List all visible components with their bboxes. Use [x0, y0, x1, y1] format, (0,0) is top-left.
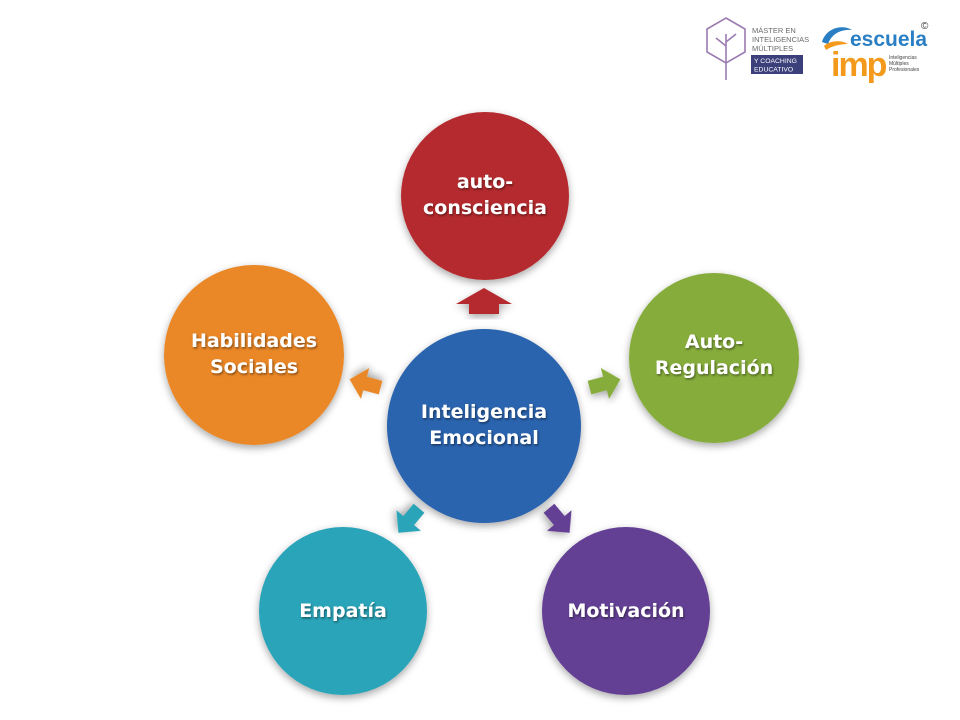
escuela-sub-line-2: Múltiples [889, 61, 909, 67]
node-autoregulacion: Auto- Regulación [629, 273, 799, 443]
imp-word: imp [831, 46, 887, 84]
node-autoregulacion-line-1: Auto- [685, 331, 743, 353]
node-autoconsciencia-line-1: auto- [457, 171, 513, 193]
master-logo: MÁSTER EN INTELIGENCIAS MÚLTIPLES Y COAC… [706, 17, 809, 80]
node-habilidades-sociales-line-2: Sociales [210, 356, 298, 378]
master-logo-line-2: INTELIGENCIAS [752, 35, 809, 44]
master-logo-box-line-2: EDUCATIVO [754, 67, 793, 74]
node-empatia-circle [259, 527, 427, 695]
arrow-to-habilidades-sociales [349, 368, 383, 399]
node-motivacion: Motivación [542, 527, 710, 695]
center-node-line-1: Inteligencia [421, 401, 547, 423]
node-autoregulacion-line-2: Regulación [655, 357, 773, 379]
node-autoconsciencia-circle [401, 112, 569, 280]
arrow-to-motivacion [543, 503, 572, 533]
master-logo-box-line-1: Y COACHING [754, 58, 797, 65]
center-node-circle [387, 329, 581, 523]
node-autoconsciencia: auto- consciencia [401, 112, 569, 280]
escuela-imp-logo: escuela imp Inteligencias Múltiples Prof… [822, 21, 929, 84]
node-motivacion-line-1: Motivación [567, 600, 684, 622]
node-habilidades-sociales-circle [164, 265, 344, 445]
copyright-mark: © [921, 21, 929, 32]
arrow-to-empatia [396, 503, 425, 533]
swoosh-icon [822, 27, 852, 50]
arrow-to-autoregulacion [587, 368, 621, 399]
master-logo-line-1: MÁSTER EN [752, 26, 796, 35]
arrows [349, 288, 621, 533]
tree-icon [706, 17, 746, 80]
node-empatia: Empatía [259, 527, 427, 695]
node-habilidades-sociales: Habilidades Sociales [164, 265, 344, 445]
node-empatia-line-1: Empatía [299, 600, 387, 622]
node-motivacion-circle [542, 527, 710, 695]
escuela-sub-line-3: Profesionales [889, 67, 920, 73]
escuela-sub-line-1: Inteligencias [889, 55, 917, 61]
arrow-to-autoconsciencia [456, 288, 512, 314]
node-autoconsciencia-line-2: consciencia [423, 197, 547, 219]
node-habilidades-sociales-line-1: Habilidades [191, 330, 317, 352]
master-logo-box [751, 55, 803, 74]
node-autoregulacion-circle [629, 273, 799, 443]
escuela-word: escuela [850, 28, 927, 51]
master-logo-line-3: MÚLTIPLES [752, 44, 793, 53]
center-node: Inteligencia Emocional [387, 329, 581, 523]
center-node-line-2: Emocional [429, 427, 539, 449]
